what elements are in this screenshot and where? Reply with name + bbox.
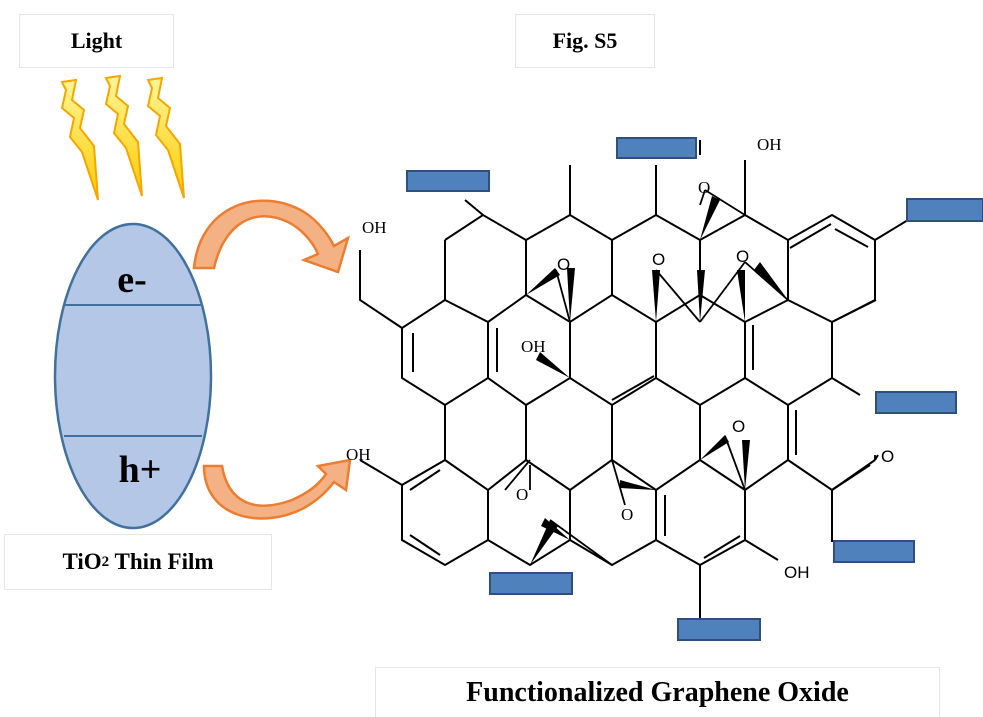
oxygen-label: O xyxy=(557,255,570,274)
oxygen-label: O xyxy=(698,178,710,197)
functional-group-marker xyxy=(489,572,573,595)
hydroxyl-label: OH xyxy=(521,337,546,356)
oxygen-label: O xyxy=(732,417,745,436)
functional-group-marker xyxy=(406,170,490,192)
figure-label: Fig. S5 xyxy=(515,14,655,68)
functional-group-marker xyxy=(906,198,983,222)
epoxide-groups xyxy=(526,196,788,565)
oxygen-label: O xyxy=(516,485,528,504)
functional-group-marker xyxy=(677,618,761,641)
functional-group-marker xyxy=(875,391,957,414)
figure-label-text: Fig. S5 xyxy=(552,28,618,53)
chem-labels: OH OH OH OH OH O O O O O O O O xyxy=(346,135,894,582)
tio2-particle: e- h+ xyxy=(53,222,213,530)
graphene-oxide-structure xyxy=(359,140,909,620)
graphene-oxide-label: Functionalized Graphene Oxide xyxy=(375,667,940,717)
tio2-label-rest: Thin Film xyxy=(109,549,214,574)
hydroxyl-label: OH xyxy=(757,135,782,154)
functional-group-marker xyxy=(616,137,697,159)
light-bolts xyxy=(60,74,185,201)
epoxide-bonds xyxy=(504,189,876,566)
lightning-bolt-icon xyxy=(60,78,99,201)
hydroxyl-label: OH xyxy=(346,445,371,464)
functional-group-marker xyxy=(833,540,915,563)
oxygen-label: O xyxy=(736,247,749,266)
light-label: Light xyxy=(19,14,174,68)
electron-label: e- xyxy=(117,259,147,301)
tio2-label-subscript: 2 xyxy=(101,553,110,570)
graphene-oxide-label-text: Functionalized Graphene Oxide xyxy=(466,676,849,708)
tio2-label-main: TiO xyxy=(62,549,102,574)
oxygen-label: O xyxy=(652,250,665,269)
hole-label: h+ xyxy=(119,449,162,491)
functional-groups xyxy=(406,137,983,641)
light-label-text: Light xyxy=(70,28,123,53)
oxygen-label: O xyxy=(621,505,633,524)
oxygen-label: O xyxy=(881,447,894,466)
hole-transfer-arrow xyxy=(202,458,352,520)
hydroxyl-label: OH xyxy=(362,218,387,237)
electron-transfer-arrow xyxy=(192,199,351,274)
lightning-bolt-icon xyxy=(104,74,143,197)
hydroxyl-label: OH xyxy=(784,563,810,582)
lightning-bolt-icon xyxy=(146,76,185,199)
